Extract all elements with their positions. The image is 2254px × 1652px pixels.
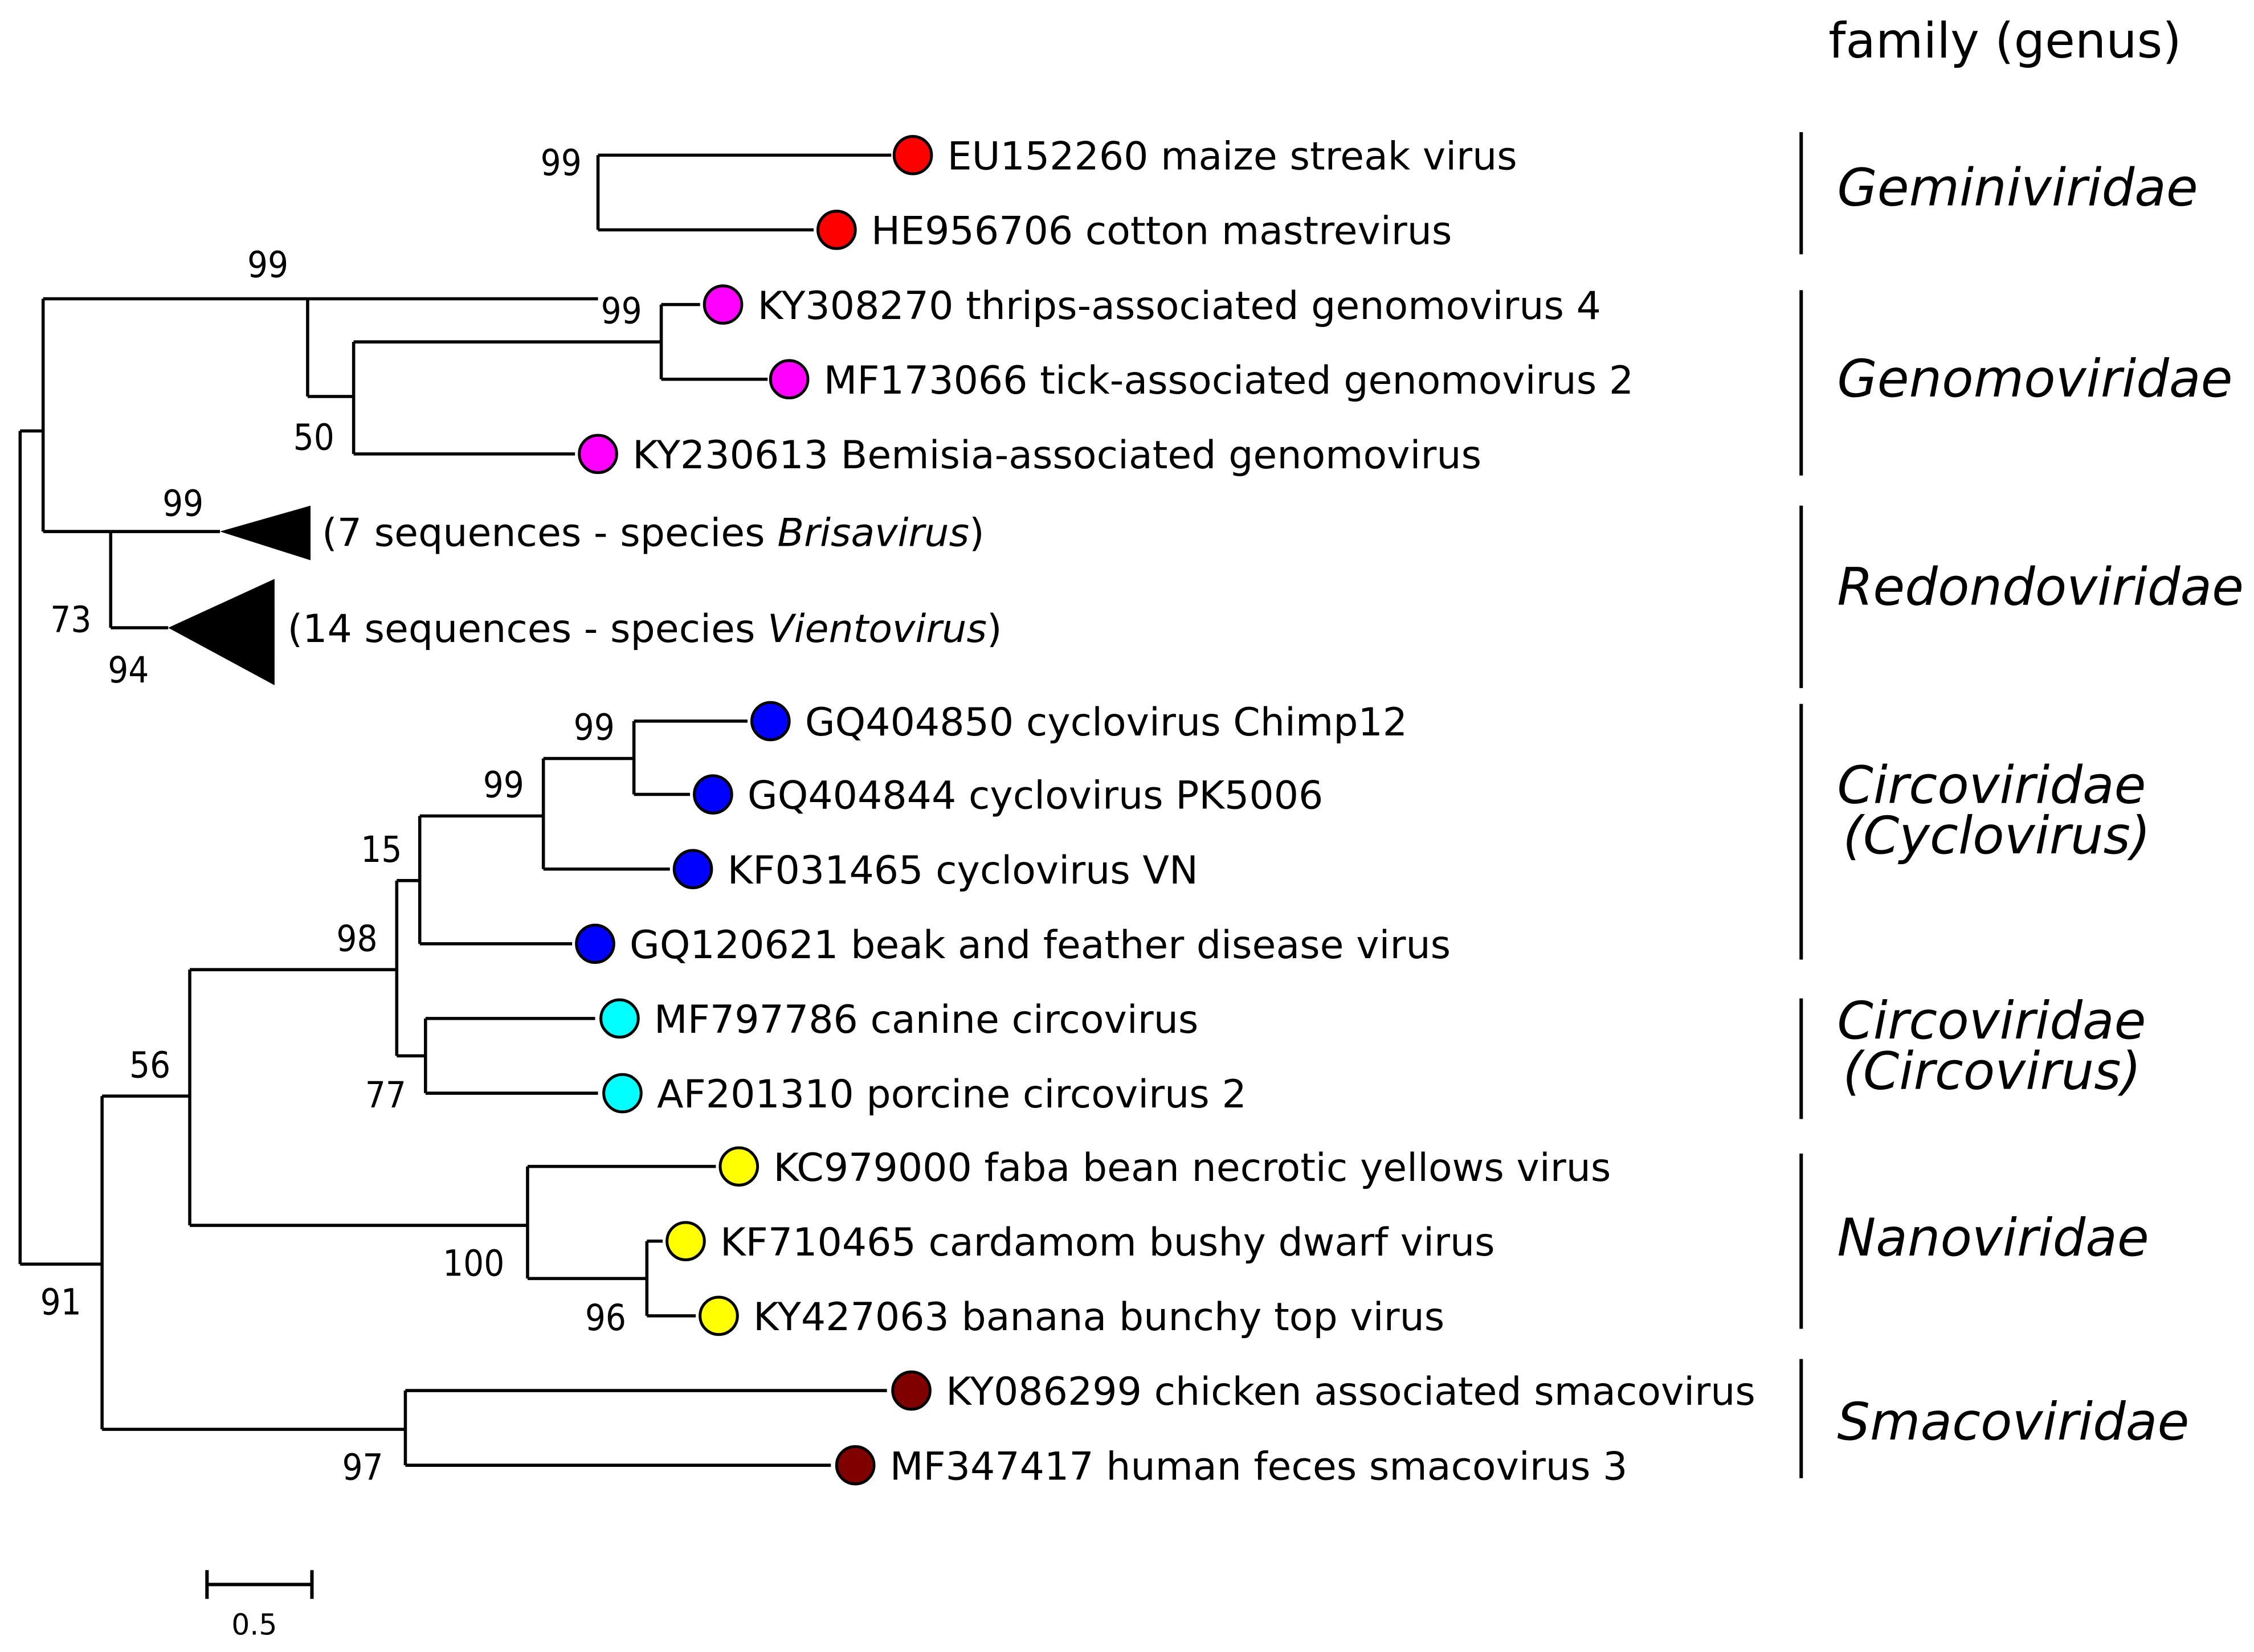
bootstrap-value: 98	[336, 917, 377, 959]
collapsed-suffix: )	[969, 510, 985, 555]
tip-label: EU152260 maize streak virus	[948, 134, 1517, 179]
bootstrap-value: 97	[342, 1446, 383, 1488]
tip-AF201310: AF201310 porcine circovirus 2	[602, 1072, 1247, 1117]
family-name: Smacoviridae	[1837, 1392, 2189, 1452]
family-geminiviridae: Geminiviridae	[1799, 132, 2198, 255]
bootstrap-value: 100	[443, 1242, 504, 1284]
taxon-marker-icon	[575, 923, 615, 964]
scale-bar: 0.5	[205, 1570, 314, 1642]
tip-label: KY427063 banana bunchy top virus	[753, 1295, 1444, 1340]
family-genomoviridae: Genomoviridae	[1799, 290, 2232, 476]
taxon-marker-icon	[699, 1295, 739, 1336]
collapsed-prefix: (14 sequences - species	[288, 607, 768, 652]
bootstrap-value: 99	[601, 289, 642, 332]
taxon-marker-icon	[891, 1370, 932, 1411]
collapsed-clade-label: (14 sequences - species Vientovirus)	[288, 607, 1002, 652]
tip-GQ404844: GQ404844 cyclovirus PK5006	[693, 774, 1323, 819]
taxon-marker-icon	[892, 135, 933, 175]
family-redondoviridae: Redondoviridae	[1799, 505, 2244, 688]
tip-label: KY086299 chicken associated smacovirus	[946, 1369, 1755, 1414]
taxon-marker-icon	[602, 1073, 643, 1114]
tip-KF031465: KF031465 cyclovirus VN	[672, 848, 1198, 893]
tip-label: GQ404850 cyclovirus Chimp12	[805, 700, 1407, 745]
bootstrap-values: 99 99 99 50 99 73 94 99 99 15 98 77 56 100 96 97 91	[40, 142, 642, 1489]
bootstrap-value: 99	[574, 706, 615, 749]
tip-label: MF797786 canine circovirus	[654, 997, 1198, 1042]
collapsed-species: Vientovirus	[767, 607, 987, 652]
tip-label: GQ404844 cyclovirus PK5006	[748, 774, 1323, 819]
family-name: Redondoviridae	[1837, 558, 2244, 618]
family-name: Geminiviridae	[1837, 158, 2198, 218]
bootstrap-value: 99	[541, 142, 582, 184]
tip-label: KF031465 cyclovirus VN	[728, 848, 1198, 893]
family-nanoviridae: Nanoviridae	[1799, 1153, 2149, 1329]
family-circoviridae: Circoviridae(Cyclovirus)	[1799, 704, 2150, 960]
bootstrap-value: 96	[585, 1297, 626, 1339]
tip-GQ120621: GQ120621 beak and feather disease virus	[575, 923, 1451, 968]
collapsed-species: Brisavirus	[777, 510, 969, 555]
family-smacoviridae: Smacoviridae	[1799, 1359, 2189, 1478]
family-name: Circoviridae	[1837, 756, 2146, 816]
bootstrap-value: 73	[50, 599, 91, 641]
collapsed-clade-triangle	[168, 579, 275, 685]
tip-label: MF173066 tick-associated genomovirus 2	[824, 358, 1634, 403]
collapsed-clade-label: (7 sequences - species Brisavirus)	[322, 510, 985, 555]
taxon-marker-icon	[718, 1146, 760, 1187]
tip-EU152260: EU152260 maize streak virus	[892, 134, 1517, 179]
collapsed-clade-triangle	[220, 505, 311, 561]
bootstrap-value: 56	[129, 1044, 170, 1086]
family-name: Nanoviridae	[1837, 1208, 2149, 1268]
taxon-marker-icon	[769, 359, 810, 400]
tip-KY308270: KY308270 thrips-associated genomovirus 4	[703, 284, 1601, 329]
tip-MF347417: MF347417 human feces smacovirus 3	[835, 1444, 1628, 1489]
collapsed-suffix: )	[987, 607, 1002, 652]
tip-label: KF710465 cardamom bushy dwarf virus	[720, 1220, 1495, 1265]
tip-label: KC979000 faba bean necrotic yellows viru…	[773, 1146, 1611, 1191]
genus-name: (Cyclovirus)	[1843, 806, 2150, 866]
tree-branches	[18, 153, 892, 1467]
collapsed-prefix: (7 sequences - species	[322, 510, 777, 555]
tip-KC979000: KC979000 faba bean necrotic yellows viru…	[718, 1146, 1611, 1191]
tip-KY427063: KY427063 banana bunchy top virus	[699, 1295, 1444, 1340]
tip-MF173066: MF173066 tick-associated genomovirus 2	[769, 358, 1634, 403]
genus-name: (Circovirus)	[1843, 1041, 2141, 1101]
tip-GQ404850: GQ404850 cyclovirus Chimp12	[750, 700, 1407, 745]
tip-label: GQ120621 beak and feather disease virus	[630, 923, 1451, 968]
bootstrap-value: 99	[162, 482, 203, 524]
tip-label: AF201310 porcine circovirus 2	[657, 1072, 1247, 1117]
bootstrap-value: 99	[247, 244, 288, 286]
taxon-marker-icon	[703, 284, 744, 325]
taxon-marker-icon	[693, 774, 733, 815]
bootstrap-value: 99	[483, 764, 524, 806]
taxon-marker-icon	[665, 1221, 706, 1262]
tip-KF710465: KF710465 cardamom bushy dwarf virus	[665, 1220, 1495, 1265]
taxon-marker-icon	[750, 701, 791, 742]
legend-header: family (genus)	[1828, 13, 2182, 69]
family-annotations: GeminiviridaeGenomoviridaeRedondoviridae…	[1799, 132, 2244, 1478]
tip-KY086299: KY086299 chicken associated smacovirus	[891, 1369, 1755, 1414]
taxon-marker-icon	[599, 998, 640, 1039]
tip-label: KY308270 thrips-associated genomovirus 4	[758, 284, 1601, 329]
tip-label: MF347417 human feces smacovirus 3	[890, 1444, 1628, 1489]
scale-bar-label: 0.5	[231, 1608, 277, 1642]
tip-MF797786: MF797786 canine circovirus	[599, 997, 1198, 1042]
taxon-marker-icon	[816, 210, 857, 250]
tip-KY230613: KY230613 Bemisia-associated genomovirus	[578, 433, 1481, 478]
taxon-marker-icon	[672, 849, 713, 889]
family-name: Circoviridae	[1837, 991, 2146, 1051]
taxon-marker-icon	[835, 1445, 876, 1486]
family-circoviridae: Circoviridae(Circovirus)	[1799, 991, 2146, 1119]
tip-label: HE956706 cotton mastrevirus	[871, 209, 1452, 254]
taxon-marker-icon	[578, 434, 618, 475]
bootstrap-value: 94	[108, 649, 149, 691]
tip-HE956706: HE956706 cotton mastrevirus	[816, 209, 1452, 254]
family-name: Genomoviridae	[1837, 349, 2232, 409]
tip-label: KY230613 Bemisia-associated genomovirus	[632, 433, 1481, 478]
bootstrap-value: 50	[293, 416, 334, 458]
bootstrap-value: 15	[361, 828, 402, 870]
bootstrap-value: 91	[40, 1281, 81, 1323]
bootstrap-value: 77	[365, 1074, 406, 1116]
